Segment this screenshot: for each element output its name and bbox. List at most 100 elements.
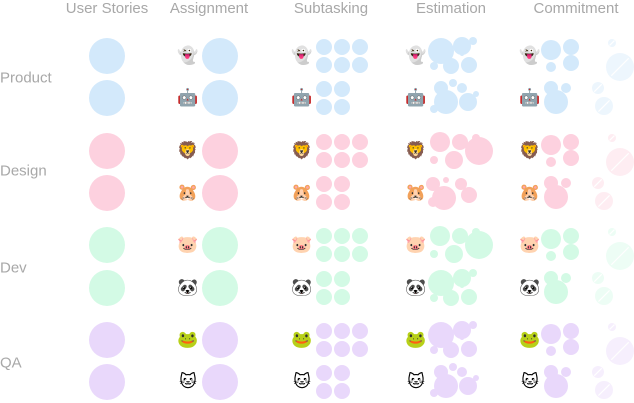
lion-emoji-icon: 🦁 (177, 141, 199, 161)
subtask-circle-qa-2-1 (334, 365, 350, 381)
estimate-circle-dev-1-4 (445, 245, 463, 263)
estimate-circle-product-2-3 (459, 93, 477, 111)
estimate-circle-dev-1-3 (430, 250, 438, 258)
deferred-circle-dev-2-0-hatch (593, 273, 603, 283)
subtask-circle-dev-1-5 (352, 246, 368, 262)
deferred-circle-product-1-0-hatch (609, 40, 615, 46)
commit-circle-dev-2-1 (561, 273, 571, 283)
estimate-circle-dev-2-0 (428, 270, 454, 296)
subtask-circle-product-1-5 (352, 57, 368, 73)
subtask-circle-qa-1-5 (352, 341, 368, 357)
estimate-circle-dev-2-2 (469, 269, 477, 277)
estimate-circle-qa-2-6 (473, 375, 479, 381)
subtask-circle-product-1-3 (316, 57, 332, 73)
subtask-circle-dev-2-0 (316, 271, 332, 287)
assignment-circle-design-1 (202, 133, 238, 169)
column-header-commitment: Commitment (533, 0, 619, 17)
commit-circle-product-1-0 (541, 40, 561, 60)
estimate-circle-qa-1-2 (469, 321, 477, 329)
estimate-circle-design-2-3 (432, 186, 456, 210)
subtask-circle-product-2-2 (316, 99, 332, 115)
subtask-circle-product-1-0 (316, 39, 332, 55)
cat-emoji-icon: 🐱 (521, 372, 539, 392)
subtask-circle-qa-2-3 (334, 383, 350, 399)
subtask-circle-design-1-2 (352, 134, 368, 150)
estimate-circle-qa-2-1 (457, 367, 467, 377)
estimate-circle-product-2-1 (457, 83, 467, 93)
estimate-circle-dev-2-4 (443, 290, 459, 306)
estimate-circle-qa-2-4 (430, 389, 438, 397)
estimate-circle-product-1-4 (443, 58, 459, 74)
cat-emoji-icon: 🐱 (407, 372, 425, 392)
estimate-circle-qa-2-5 (449, 363, 457, 371)
subtask-circle-product-1-4 (334, 57, 350, 73)
assignment-circle-product-1 (202, 38, 238, 74)
estimate-circle-product-1-1 (453, 37, 471, 55)
commit-circle-product-1-3 (563, 55, 579, 71)
estimate-circle-product-2-6 (473, 91, 479, 97)
assignment-circle-dev-2 (202, 270, 238, 306)
lion-emoji-icon: 🦁 (519, 141, 541, 161)
user-story-circle-dev-1 (89, 227, 125, 263)
lion-emoji-icon: 🦁 (291, 141, 313, 161)
estimate-circle-qa-1-1 (453, 321, 471, 339)
subtask-circle-qa-1-2 (352, 323, 368, 339)
subtask-circle-dev-1-4 (334, 246, 350, 262)
column-header-stories: User Stories (65, 0, 149, 17)
lion-emoji-icon: 🦁 (405, 141, 427, 161)
estimate-circle-dev-1-1 (452, 228, 468, 244)
estimate-circle-dev-2-6 (460, 284, 464, 288)
estimate-circle-design-1-4 (445, 151, 463, 169)
estimate-circle-dev-2-5 (461, 289, 477, 305)
commit-circle-qa-1-1 (563, 323, 579, 339)
panda-emoji-icon: 🐼 (177, 278, 199, 298)
estimate-circle-qa-2-2 (434, 374, 458, 398)
commit-circle-product-1-1 (563, 39, 579, 55)
subtask-circle-design-1-5 (352, 152, 368, 168)
robot-emoji-icon: 🤖 (405, 88, 427, 108)
column-header-subtasking: Subtasking (293, 0, 369, 17)
subtask-circle-dev-1-1 (334, 228, 350, 244)
estimate-circle-qa-1-6 (460, 336, 464, 340)
frog-emoji-icon: 🐸 (519, 330, 541, 350)
deferred-circle-dev-1-0-hatch (609, 229, 615, 235)
column-header-assignment: Assignment (169, 0, 249, 17)
hamster-emoji-icon: 🐹 (519, 183, 541, 203)
deferred-circle-product-2-0-hatch (593, 83, 603, 93)
commit-circle-design-2-2 (544, 185, 568, 209)
estimate-circle-product-2-5 (449, 79, 457, 87)
pig-emoji-icon: 🐷 (291, 235, 313, 255)
deferred-circle-qa-1-0-hatch (609, 324, 615, 330)
deferred-circle-product-2-1-hatch (597, 99, 611, 113)
subtask-circle-product-1-2 (352, 39, 368, 55)
subtask-circle-design-1-4 (334, 152, 350, 168)
estimate-circle-design-2-5 (428, 197, 438, 207)
subtask-circle-dev-1-0 (316, 228, 332, 244)
subtask-circle-dev-2-2 (316, 289, 332, 305)
deferred-circle-design-2-1-hatch (597, 194, 611, 208)
estimate-circle-dev-2-1 (453, 269, 471, 287)
subtask-circle-qa-1-0 (316, 323, 332, 339)
estimate-circle-qa-1-0 (428, 322, 454, 348)
subtask-circle-qa-2-2 (316, 383, 332, 399)
commit-circle-design-1-1 (563, 134, 579, 150)
team-label-qa: QA (0, 354, 22, 372)
subtask-circle-design-2-1 (334, 176, 350, 192)
commit-circle-qa-1-3 (563, 339, 579, 355)
estimate-circle-product-1-5 (461, 57, 477, 73)
cat-emoji-icon: 🐱 (179, 372, 197, 392)
hamster-emoji-icon: 🐹 (405, 183, 427, 203)
user-story-circle-design-2 (89, 175, 125, 211)
commit-circle-qa-2-2 (544, 374, 568, 398)
assignment-circle-design-2 (202, 175, 238, 211)
subtask-circle-dev-2-1 (334, 271, 350, 287)
commit-circle-qa-1-2 (546, 346, 556, 356)
estimate-circle-design-1-3 (430, 156, 438, 164)
estimate-circle-product-2-4 (430, 105, 438, 113)
estimate-circle-dev-2-3 (430, 294, 438, 302)
estimate-circle-design-1-1 (452, 134, 468, 150)
estimate-circle-design-2-4 (461, 187, 477, 203)
subtask-circle-design-1-3 (316, 152, 332, 168)
